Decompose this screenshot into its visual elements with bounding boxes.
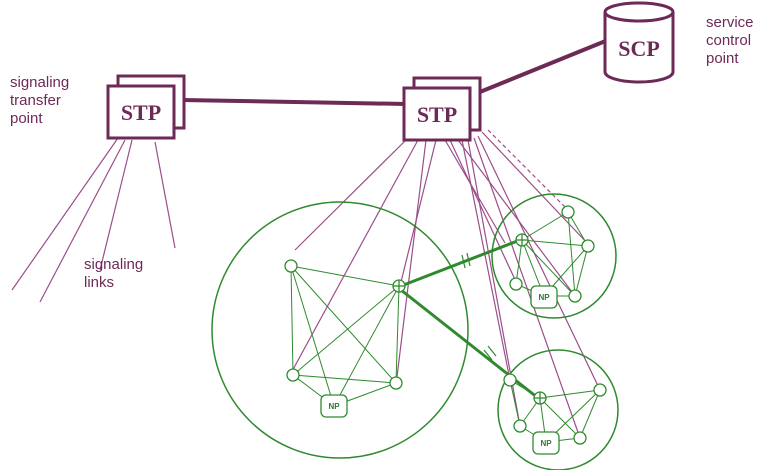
network-nodes xyxy=(284,205,607,445)
signaling-link xyxy=(457,139,576,297)
label-line: control xyxy=(706,32,752,49)
network-node xyxy=(509,277,523,291)
label-line: links xyxy=(84,274,115,291)
signaling-link xyxy=(39,139,126,303)
label-line: point xyxy=(10,110,43,127)
trunk-to-upper-right xyxy=(400,238,521,288)
mesh-link xyxy=(539,389,601,399)
stp-left: STP xyxy=(106,74,186,140)
lower-right-network-circle xyxy=(497,349,619,470)
network-node xyxy=(503,373,517,387)
large-network-circle xyxy=(211,201,469,459)
label-line: point xyxy=(706,50,739,67)
signaling-link xyxy=(289,139,419,376)
stp-center: STP xyxy=(402,76,482,142)
network-node xyxy=(286,368,300,382)
center-stp-signaling-links xyxy=(289,129,601,439)
service-control-point-label: service control point xyxy=(706,14,754,68)
label-line: signaling xyxy=(84,256,144,273)
signaling-link xyxy=(11,137,119,291)
signaling-link xyxy=(444,139,506,244)
mesh-link xyxy=(290,265,397,384)
network-node xyxy=(284,259,298,273)
np-box-large: NP xyxy=(320,394,348,418)
signaling-links-label: signaling links xyxy=(84,256,143,292)
network-node xyxy=(513,419,527,433)
np-box-upper-right: NP xyxy=(530,285,558,309)
break-mark xyxy=(483,349,493,361)
signaling-link xyxy=(481,131,591,247)
mesh-link xyxy=(515,239,523,285)
signaling-link xyxy=(399,139,437,287)
mesh-link xyxy=(290,265,335,407)
np-label: NP xyxy=(328,402,340,411)
gateway-node xyxy=(392,279,406,293)
network-node xyxy=(568,289,582,303)
label-line: signaling xyxy=(10,74,70,91)
signaling-link xyxy=(477,135,601,391)
label-line: transfer xyxy=(10,92,61,109)
gateway-node xyxy=(515,233,529,247)
upper-right-mesh xyxy=(515,211,589,297)
mesh-link xyxy=(521,239,589,247)
stp-center-label: STP xyxy=(417,102,457,127)
network-node xyxy=(581,239,595,253)
mesh-link xyxy=(292,285,400,376)
signaling-link xyxy=(449,139,519,287)
mesh-link xyxy=(290,265,400,287)
network-node xyxy=(573,431,587,445)
label-line: service xyxy=(706,14,754,31)
np-label: NP xyxy=(538,293,550,302)
large-network-mesh xyxy=(290,265,400,407)
signaling-link xyxy=(99,139,133,271)
signaling-link xyxy=(154,141,176,249)
scp-database-icon: SCP xyxy=(603,1,675,84)
signaling-transfer-point-label: signaling transfer point xyxy=(10,74,69,128)
break-mark xyxy=(461,254,466,269)
break-mark xyxy=(466,252,471,267)
signaling-link xyxy=(487,129,569,211)
mesh-link xyxy=(333,285,400,407)
network-node xyxy=(389,376,403,390)
mesh-link xyxy=(509,379,521,427)
signaling-link xyxy=(395,139,427,386)
upper-right-network-circle xyxy=(491,193,617,319)
network-node xyxy=(593,383,607,397)
mesh-link xyxy=(292,374,397,384)
mesh-link xyxy=(521,211,569,241)
np-label: NP xyxy=(540,439,552,448)
mesh-link xyxy=(521,239,576,297)
signaling-link xyxy=(473,137,581,439)
mesh-link xyxy=(395,285,400,384)
gateway-node xyxy=(533,391,547,405)
stp-left-label: STP xyxy=(121,100,161,125)
stp-to-scp-link xyxy=(469,38,609,98)
left-stp-signaling-links xyxy=(11,137,176,303)
mesh-link xyxy=(574,245,589,297)
backbone-links xyxy=(181,38,609,106)
stp-to-stp-link xyxy=(181,98,407,106)
mesh-link xyxy=(290,265,294,376)
mesh-link xyxy=(567,211,576,297)
mesh-link xyxy=(579,389,601,439)
signaling-link xyxy=(461,139,511,381)
break-mark xyxy=(487,345,497,357)
scp-label: SCP xyxy=(618,36,660,61)
network-clouds xyxy=(211,193,619,470)
network-node xyxy=(561,205,575,219)
mesh-link xyxy=(539,397,581,439)
trunk-break-marks xyxy=(461,252,497,361)
signaling-link xyxy=(294,137,409,251)
np-box-lower-right: NP xyxy=(532,431,560,455)
gateway-nodes xyxy=(392,233,547,405)
